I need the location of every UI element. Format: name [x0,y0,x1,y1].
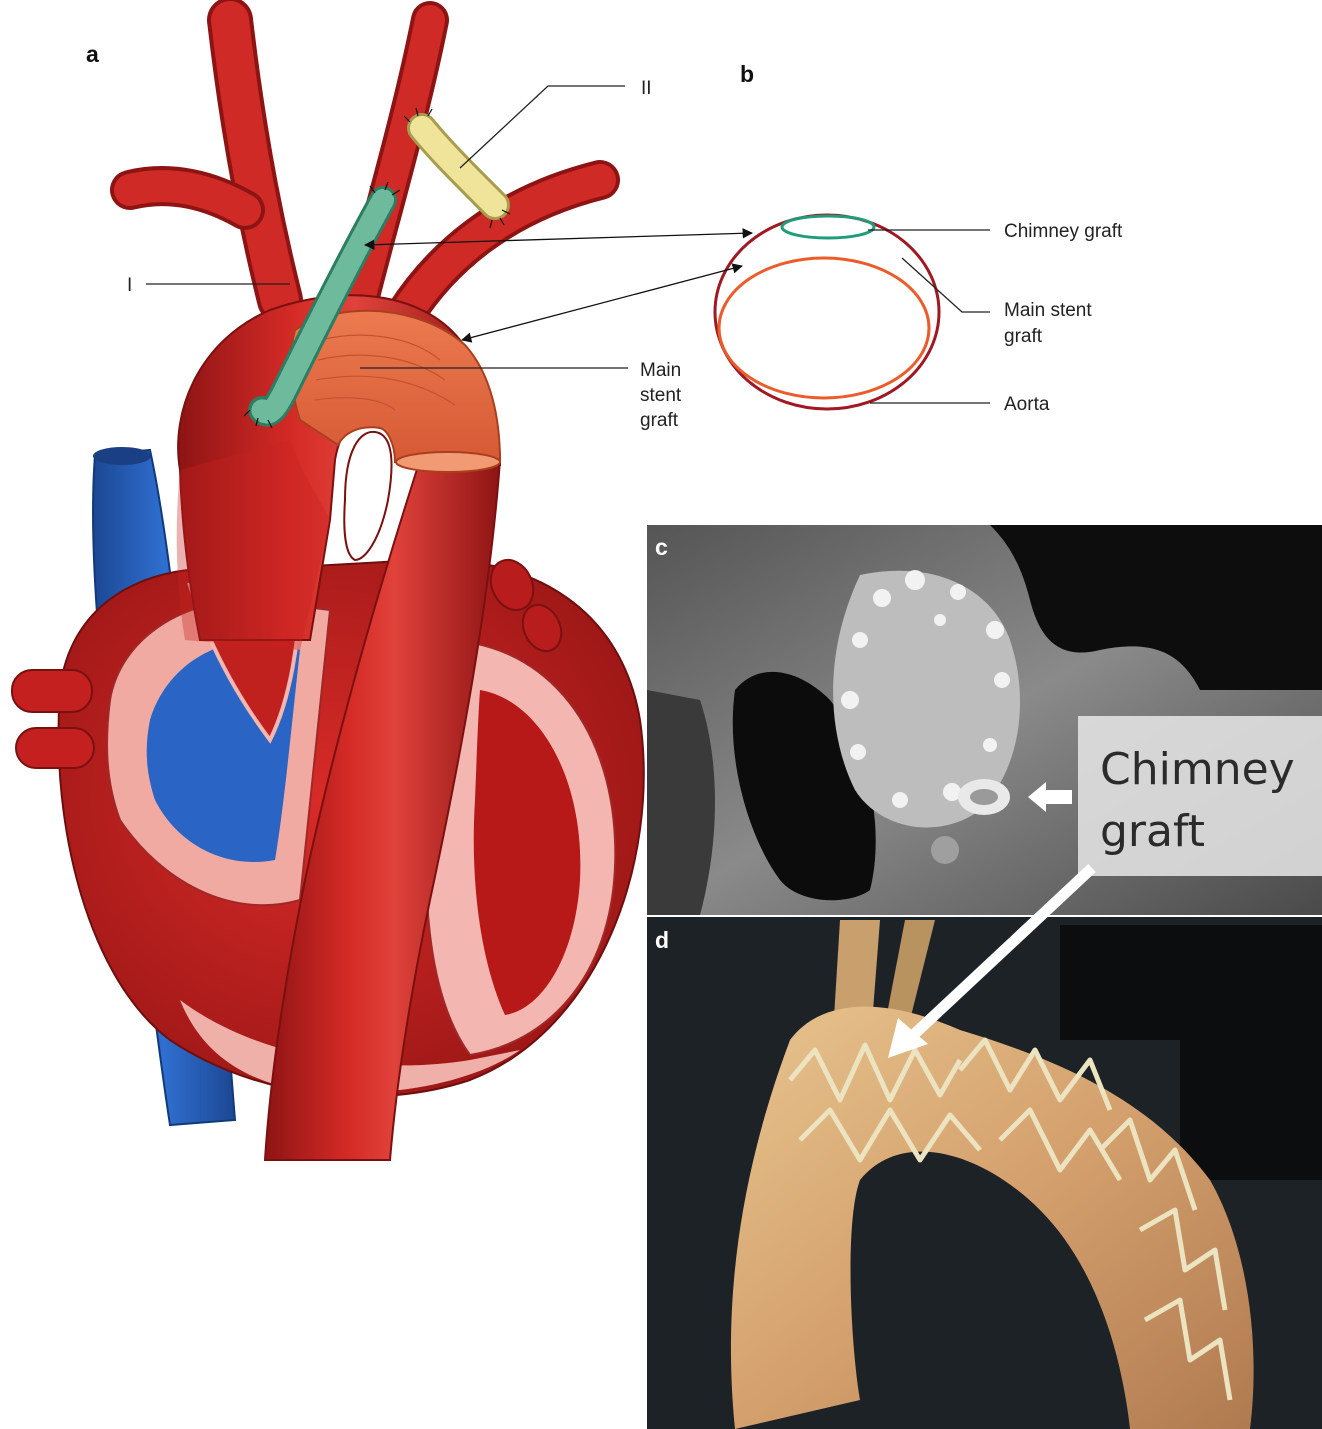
label-b-main-stent-line1: Main stent [1004,300,1092,321]
ct-callout-line1: Chimney [1100,744,1295,795]
panel-c-ct-image: Chimney graft c [647,525,1322,915]
leader-b-main-stent [902,258,990,312]
aorta-ring [715,215,939,409]
label-aorta: Aorta [1004,394,1050,415]
label-graft-two: II [641,78,652,99]
label-b-main-stent-line2: graft [1004,326,1043,347]
label-graft-one: I [127,275,132,296]
connector-arrow-stent [462,266,742,340]
bypass-graft-illustration [404,108,510,228]
panel-d-letter: d [655,927,669,953]
ct-left-tissue [647,690,715,915]
main-stent-ring [719,258,929,398]
label-chimney-graft: Chimney graft [1004,221,1123,242]
leader-graft-two [460,86,625,168]
label-main-stent-line1: Main [640,360,681,381]
label-main-stent-line2: stent [640,385,682,406]
chimney-ring [782,216,874,238]
ct-callout-line2: graft [1100,806,1205,857]
panel-a-letter: a [86,41,99,67]
panel-c-letter: c [655,534,668,560]
connector-arrow-chimney [365,233,752,245]
label-main-stent-line3: graft [640,410,679,431]
panel-d-volume-render: d [647,868,1322,1429]
panel-b-cross-section: b Chimney graft Main stent graft Aorta [715,61,1123,415]
panel-a-illustration: a [12,20,682,1160]
supra-aortic-branches [130,20,600,315]
panel-b-letter: b [740,61,754,87]
